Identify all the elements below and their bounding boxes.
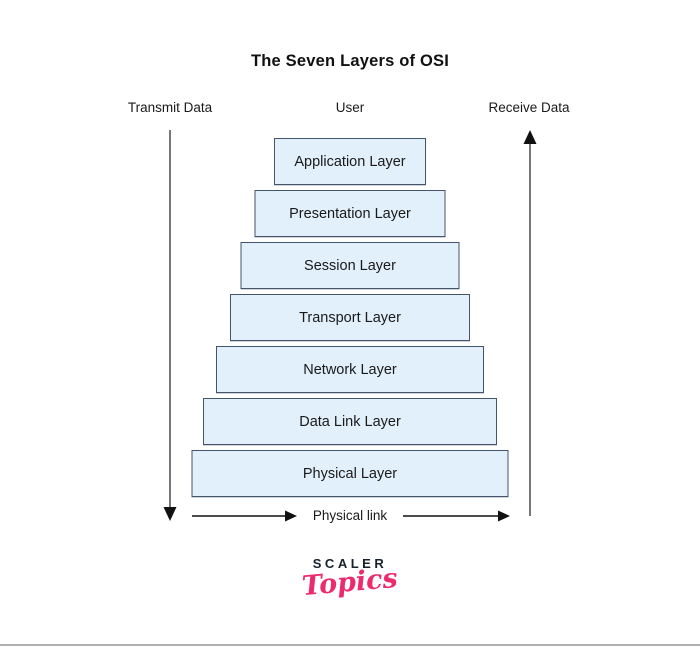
layer-box-session: Session Layer [240, 242, 460, 289]
layer-box-physical: Physical Layer [191, 450, 509, 497]
up-arrow-icon [523, 130, 537, 144]
layer-box-application: Application Layer [274, 138, 426, 185]
right-arrow-icon [285, 510, 297, 522]
diagram-title: The Seven Layers of OSI [250, 52, 450, 70]
receive-data-label: Receive Data [488, 100, 570, 115]
logo-topics-text: Topics [300, 562, 400, 603]
down-arrow-icon [163, 507, 177, 521]
layer-box-transport: Transport Layer [230, 294, 470, 341]
layer-box-presentation: Presentation Layer [254, 190, 446, 237]
user-label: User [335, 100, 365, 115]
physical-link-label: Physical link [312, 508, 388, 523]
scaler-topics-logo: SCALER Topics [0, 556, 700, 602]
layer-box-data-link: Data Link Layer [203, 398, 497, 445]
bottom-divider [0, 644, 700, 646]
layer-box-network: Network Layer [216, 346, 484, 393]
transmit-data-label: Transmit Data [127, 100, 213, 115]
right-arrow-icon [498, 510, 510, 522]
logo-brand-text: SCALER [312, 556, 388, 571]
